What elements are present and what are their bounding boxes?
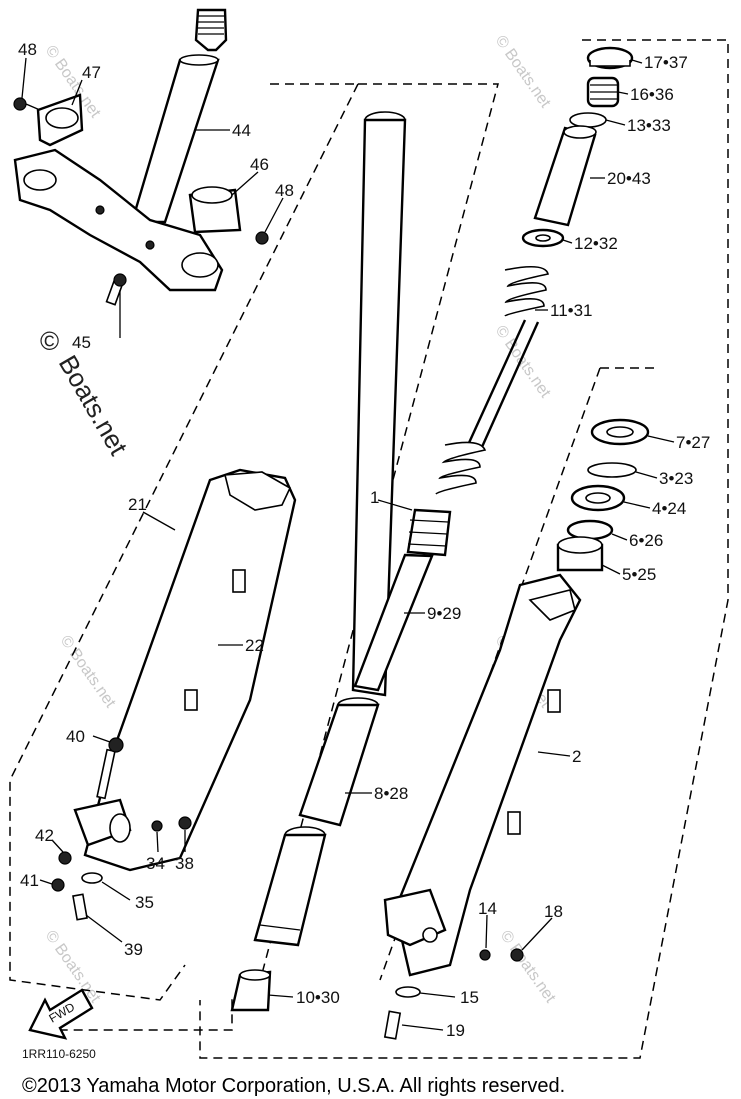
washer-part-6 <box>566 519 614 541</box>
part-34 <box>151 820 163 832</box>
watermark-copyright-symbol: © <box>40 326 59 356</box>
slide-tube-part-8 <box>298 697 380 827</box>
o-ring-part-13 <box>569 112 607 128</box>
label-12-32: 12•32 <box>574 234 618 253</box>
label-42: 42 <box>35 826 54 845</box>
nut-part-41 <box>51 878 65 892</box>
washer-part-15 <box>395 986 421 998</box>
cap-bolt-part-17 <box>586 46 634 70</box>
oil-seal-part-4 <box>570 484 626 512</box>
label-41: 41 <box>20 871 39 890</box>
right-fork-outline <box>199 39 729 1059</box>
label-19: 19 <box>446 1021 465 1040</box>
label-13-33: 13•33 <box>627 116 671 135</box>
lower-tube-part-10-cylinder <box>253 826 327 947</box>
lower-bracket <box>13 148 224 292</box>
label-18: 18 <box>544 902 563 921</box>
bracket-cap-part-47 <box>36 93 84 147</box>
small-parts-left <box>51 816 192 921</box>
bolt-part-48-upper <box>13 97 41 111</box>
label-2: 2 <box>572 747 581 766</box>
small-parts-right <box>383 948 524 1040</box>
label-10-30: 10•30 <box>296 988 340 1007</box>
dust-seal-part-7 <box>590 418 650 446</box>
diagram-code: 1RR110-6250 <box>22 1047 96 1061</box>
label-22: 22 <box>245 636 264 655</box>
circlip-part-3 <box>587 462 637 478</box>
label-11-31: 11•31 <box>550 301 593 320</box>
screw-part-18 <box>510 948 524 962</box>
label-48-lower: 48 <box>275 181 294 200</box>
part-number-labels: 48 47 44 46 48 45 17•37 16•36 13•33 20•4… <box>18 40 710 1040</box>
part-14 <box>479 949 491 961</box>
spacer-tube-part-20 <box>533 125 597 227</box>
label-8-28: 8•28 <box>374 784 408 803</box>
label-7-27: 7•27 <box>676 433 710 452</box>
label-39: 39 <box>124 940 143 959</box>
label-1: 1 <box>370 488 379 507</box>
label-9-29: 9•29 <box>427 604 461 623</box>
left-fork-outline <box>9 83 359 1001</box>
label-14: 14 <box>478 899 497 918</box>
watermark-tile: © Boats.net <box>492 323 554 402</box>
label-4-24: 4•24 <box>652 499 686 518</box>
watermark-brand-text: Boats.net <box>53 350 134 461</box>
bolt-part-39 <box>72 893 88 921</box>
damper-tube-part-9 <box>353 553 434 692</box>
label-5-25: 5•25 <box>622 565 656 584</box>
outer-tube-part-2 <box>383 573 582 977</box>
label-46: 46 <box>250 155 269 174</box>
label-15: 15 <box>460 988 479 1007</box>
forward-arrow: FWD <box>28 988 94 1040</box>
label-34: 34 <box>146 854 165 873</box>
bracket-cap-part-46 <box>188 186 242 234</box>
label-45: 45 <box>72 333 91 352</box>
copyright-footer: ©2013 Yamaha Motor Corporation, U.S.A. A… <box>22 1075 565 1097</box>
bolt-part-19 <box>383 1010 402 1040</box>
label-3-23: 3•23 <box>659 469 693 488</box>
watermark-tile: © Boats.net <box>492 33 554 112</box>
outer-tube-part-22 <box>83 468 297 872</box>
label-40: 40 <box>66 727 85 746</box>
label-38: 38 <box>175 854 194 873</box>
label-35: 35 <box>135 893 154 912</box>
label-17-37: 17•37 <box>644 53 688 72</box>
label-20-43: 20•43 <box>607 169 651 188</box>
washer-part-35 <box>81 872 103 884</box>
watermark-tile: © Boats.net <box>57 633 119 712</box>
damper-rod-part-1 <box>406 508 452 557</box>
bolt-part-45 <box>105 273 127 306</box>
oil-lock-part-10 <box>230 969 272 1012</box>
nut-part-42 <box>58 851 72 865</box>
spring-part-11 <box>435 266 549 495</box>
bolt-part-48-lower <box>255 231 269 245</box>
screw-part-38 <box>178 816 192 830</box>
leader-lines <box>21 57 675 1031</box>
label-48-upper: 48 <box>18 40 37 59</box>
washer-part-12 <box>521 228 565 248</box>
label-21: 21 <box>128 495 147 514</box>
label-6-26: 6•26 <box>629 531 663 550</box>
label-47: 47 <box>82 63 101 82</box>
axle-holder-part-40-group <box>73 737 132 847</box>
watermark-tile: © Boats.net <box>497 928 559 1007</box>
label-16-36: 16•36 <box>630 85 674 104</box>
steering-stem-part-44 <box>130 8 228 224</box>
label-44: 44 <box>232 121 251 140</box>
slide-metal-part-5 <box>556 536 604 572</box>
spacer-part-16 <box>586 76 620 108</box>
inner-tube-part-21 <box>351 111 407 697</box>
